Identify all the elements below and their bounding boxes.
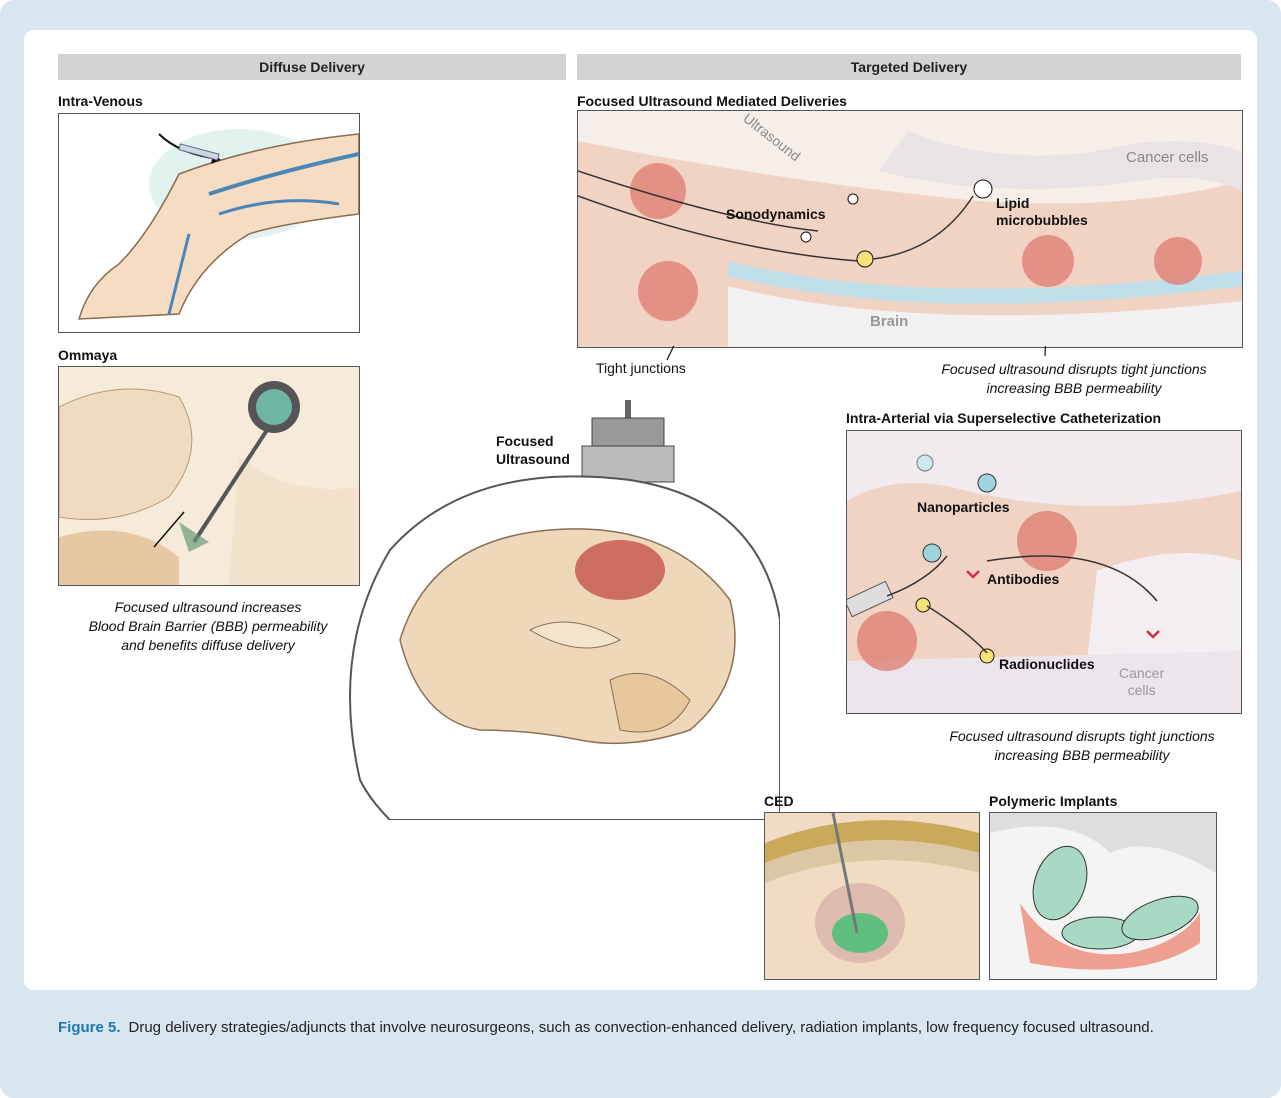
ced-illustration <box>764 812 980 980</box>
lipid-line1: Lipid <box>996 195 1088 212</box>
ia-note: Focused ultrasound disrupts tight juncti… <box>910 727 1254 765</box>
targeted-delivery-label: Targeted Delivery <box>851 59 967 75</box>
ommaya-illustration <box>58 366 360 586</box>
ia-note-line1: Focused ultrasound disrupts tight juncti… <box>910 727 1254 746</box>
figure-caption: Figure 5. Drug delivery strategies/adjunc… <box>58 1016 1238 1040</box>
ia-cancer-line1: Cancer <box>1119 665 1164 682</box>
ia-cancer-line2: cells <box>1119 682 1164 699</box>
radionuclides-label: Radionuclides <box>999 656 1095 672</box>
diffuse-note: Focused ultrasound increases Blood Brain… <box>58 598 358 655</box>
intravenous-title: Intra-Venous <box>58 93 143 109</box>
tight-junctions-label: Tight junctions <box>596 360 686 376</box>
ia-panel-title: Intra-Arterial via Superselective Cathet… <box>846 410 1161 426</box>
diffuse-note-line1: Focused ultrasound increases <box>58 598 358 617</box>
lipid-microbubbles-label: Lipid microbubbles <box>996 195 1088 229</box>
ia-illustration: Nanoparticles Antibodies Radionuclides C… <box>846 430 1242 714</box>
polymeric-title: Polymeric Implants <box>989 793 1117 809</box>
caption-text: Drug delivery strategies/adjuncts that i… <box>129 1019 1154 1036</box>
fus-note: Focused ultrasound disrupts tight juncti… <box>902 360 1246 398</box>
figure-label: Figure 5. <box>58 1019 121 1036</box>
lipid-line2: microbubbles <box>996 212 1088 229</box>
fus-panel-title: Focused Ultrasound Mediated Deliveries <box>577 93 847 109</box>
nanoparticles-label: Nanoparticles <box>917 499 1010 515</box>
ced-title: CED <box>764 793 794 809</box>
intravenous-illustration <box>58 113 360 333</box>
diffuse-delivery-header: Diffuse Delivery <box>58 54 566 80</box>
diffuse-note-line3: and benefits diffuse delivery <box>58 636 358 655</box>
sonodynamics-label: Sonodynamics <box>726 206 826 222</box>
diffuse-note-line2: Blood Brain Barrier (BBB) permeability <box>58 617 358 636</box>
antibodies-label: Antibodies <box>987 571 1059 587</box>
head-illustration <box>330 400 780 820</box>
ommaya-title: Ommaya <box>58 347 117 363</box>
ia-cancer-cells-label: Cancer cells <box>1119 665 1164 699</box>
fus-note-line2: increasing BBB permeability <box>902 379 1246 398</box>
brain-label: Brain <box>870 313 908 330</box>
fus-cancer-cells-label: Cancer cells <box>1126 149 1209 166</box>
targeted-delivery-header: Targeted Delivery <box>577 54 1241 80</box>
ia-note-line2: increasing BBB permeability <box>910 746 1254 765</box>
fus-illustration: Ultrasound Cancer cells Sonodynamics Lip… <box>577 110 1243 348</box>
polymeric-illustration <box>989 812 1217 980</box>
diffuse-delivery-label: Diffuse Delivery <box>259 59 365 75</box>
fus-note-line1: Focused ultrasound disrupts tight juncti… <box>902 360 1246 379</box>
